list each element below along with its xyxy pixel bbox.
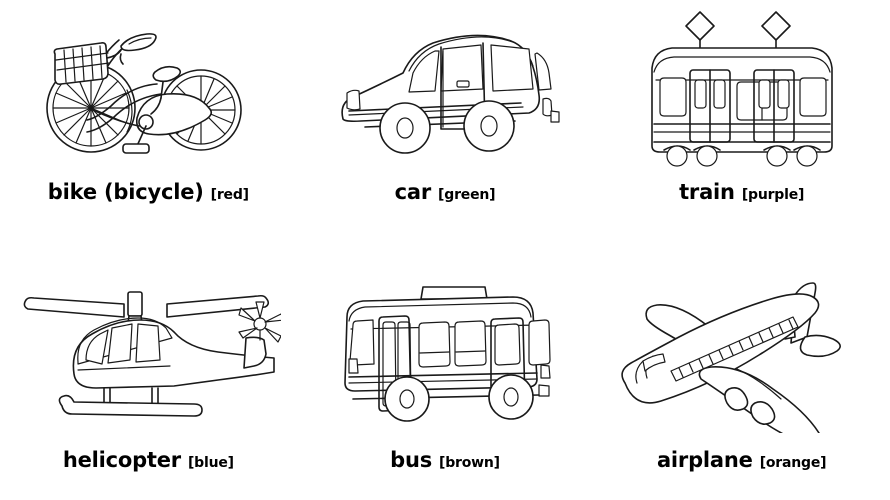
vehicle-word: car xyxy=(394,180,432,204)
caption-train: train [purple] xyxy=(679,182,804,203)
vehicle-color-instruction: [purple] xyxy=(741,187,805,203)
vehicle-word: bike (bicycle) xyxy=(47,180,204,204)
vehicle-cell-train: train [purple] xyxy=(593,0,890,250)
vehicle-color-instruction: [red] xyxy=(210,187,249,203)
bus-icon xyxy=(297,250,594,442)
vehicle-color-instruction: [orange] xyxy=(759,455,827,471)
airplane-icon xyxy=(593,250,890,442)
vehicle-word: train xyxy=(679,180,735,204)
vehicle-word: bus xyxy=(390,448,433,472)
vehicle-color-instruction: [blue] xyxy=(187,455,234,471)
vehicle-cell-helicopter: helicopter [blue] xyxy=(0,250,297,500)
caption-helicopter: helicopter [blue] xyxy=(63,450,234,471)
vehicle-color-instruction: [green] xyxy=(438,187,496,203)
caption-bus: bus [brown] xyxy=(390,450,500,471)
vehicle-word: airplane xyxy=(656,448,753,472)
helicopter-icon xyxy=(0,250,297,442)
vehicle-cell-car: car [green] xyxy=(297,0,594,250)
vehicle-color-instruction: [brown] xyxy=(439,455,500,471)
car-icon xyxy=(297,0,594,176)
caption-airplane: airplane [orange] xyxy=(656,448,827,472)
caption-car: car [green] xyxy=(395,182,496,203)
vehicle-cell-airplane: airplane [orange] xyxy=(593,250,890,500)
caption-bike: bike (bicycle) [red] xyxy=(48,182,249,203)
train-icon xyxy=(593,0,890,176)
vehicle-cell-bus: bus [brown] xyxy=(297,250,594,500)
vehicle-cell-bike: bike (bicycle) [red] xyxy=(0,0,297,250)
vehicle-word: helicopter xyxy=(62,448,181,472)
bicycle-icon xyxy=(0,0,297,176)
